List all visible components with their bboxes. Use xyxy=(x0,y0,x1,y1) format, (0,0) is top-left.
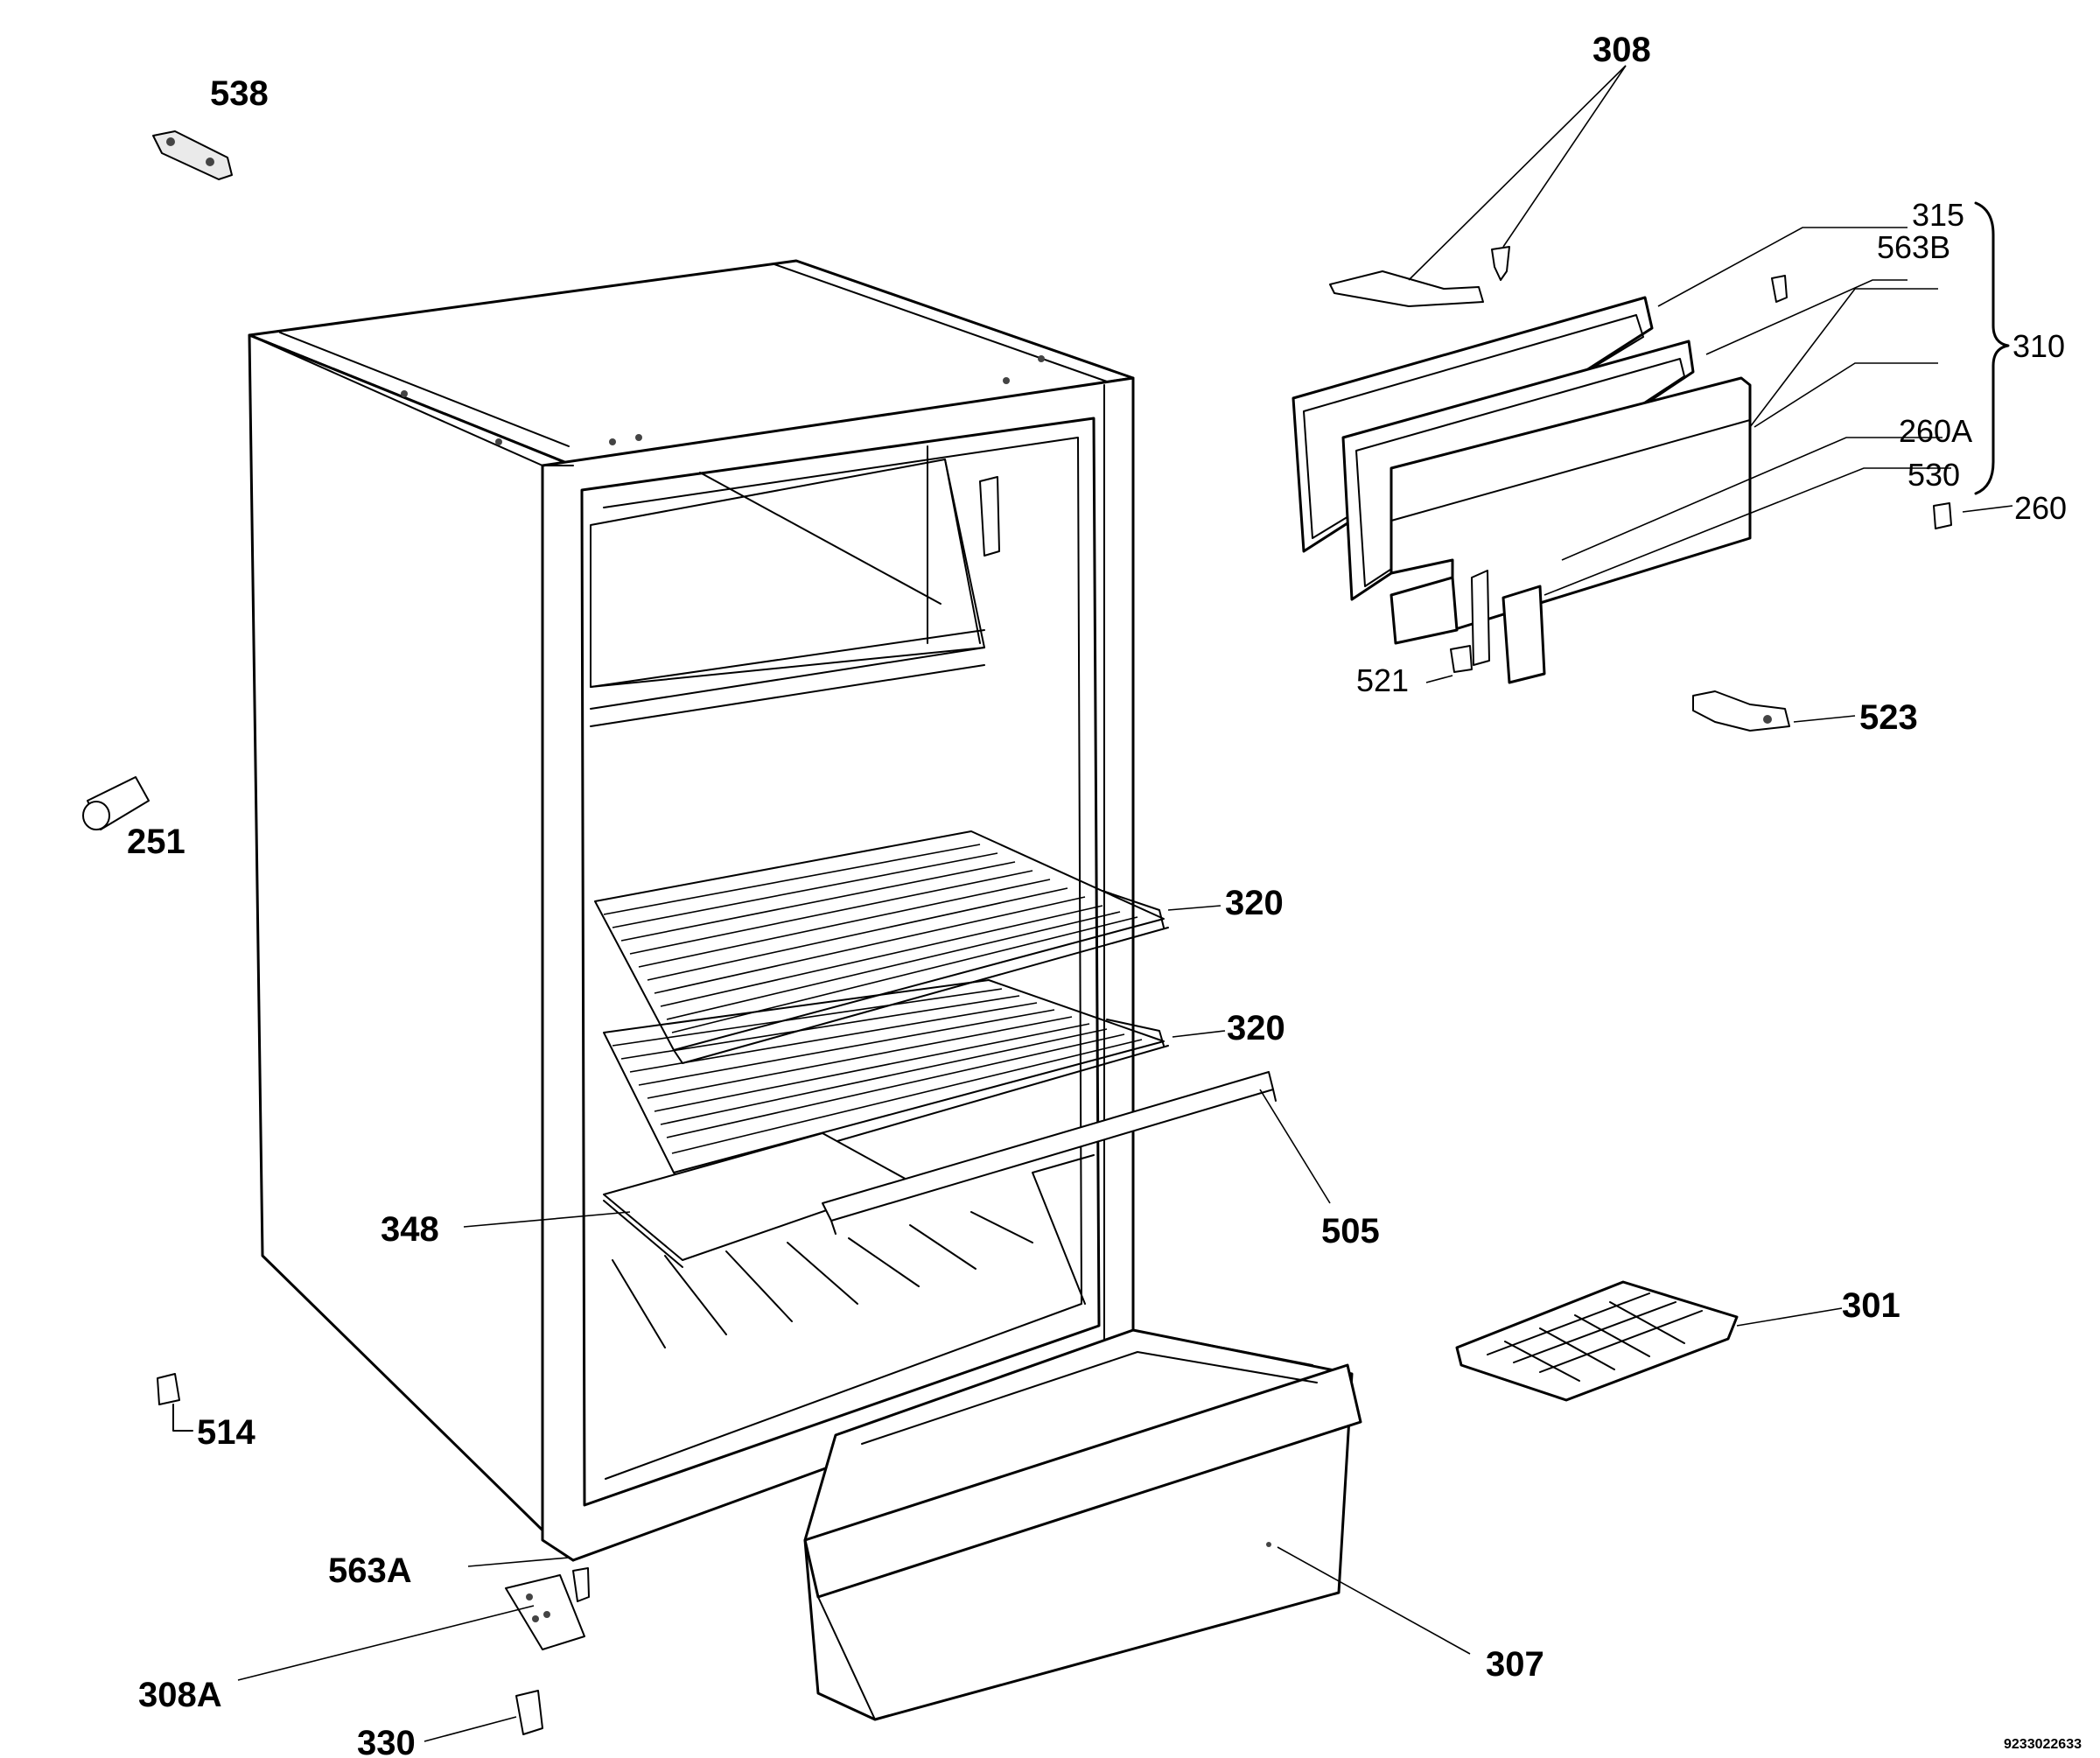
part-251-cylinder xyxy=(82,776,150,830)
part-260-clip xyxy=(1933,502,1952,529)
part-308a-bottom-hinge xyxy=(505,1574,585,1650)
part-521 xyxy=(1450,645,1473,673)
callout-308a: 308A xyxy=(138,1676,222,1714)
bottom-ribs xyxy=(612,1154,1095,1348)
part-563a-screw xyxy=(572,1567,590,1602)
callout-260: 260 xyxy=(2014,490,2067,526)
callout-563b: 563B xyxy=(1877,229,1950,265)
document-id: 9233022633 xyxy=(2004,1737,2082,1752)
callout-315: 315 xyxy=(1912,197,1964,233)
callout-320-upper: 320 xyxy=(1225,884,1284,922)
callout-260a: 260A xyxy=(1899,413,1972,449)
callout-563a: 563A xyxy=(328,1551,412,1590)
callout-538: 538 xyxy=(210,74,269,113)
crisper-drawer xyxy=(803,1328,1362,1721)
part-514-foot xyxy=(157,1373,193,1432)
callout-505: 505 xyxy=(1321,1212,1380,1250)
part-538-hinge xyxy=(152,130,233,180)
callout-307: 307 xyxy=(1486,1645,1544,1684)
leader-lines xyxy=(237,227,2013,1742)
callout-330: 330 xyxy=(357,1724,416,1758)
part-301-ice-tray xyxy=(1455,1280,1739,1402)
callout-523: 523 xyxy=(1859,698,1918,737)
freezer-door-assembly xyxy=(1292,296,1752,684)
part-523-hinge-pin xyxy=(1692,690,1790,732)
callout-530: 530 xyxy=(1908,457,1960,493)
part-308-top-hinge xyxy=(1329,65,1627,307)
callout-251: 251 xyxy=(127,823,186,861)
front-rail xyxy=(822,1071,1277,1235)
callout-521: 521 xyxy=(1356,662,1409,698)
bracket-310 xyxy=(1974,201,2010,495)
callout-labels: 538 308 315 563B 310 260A 530 260 521 52… xyxy=(127,31,2082,1758)
callout-320-lower: 320 xyxy=(1227,1009,1285,1047)
refrigerator-cabinet xyxy=(248,259,1135,1562)
callout-308: 308 xyxy=(1592,31,1651,69)
part-330-adjustable-foot xyxy=(515,1690,543,1735)
part-563b-screw xyxy=(1771,275,1788,303)
callout-348: 348 xyxy=(381,1210,439,1249)
wire-shelf-upper xyxy=(594,830,1169,1064)
callout-301: 301 xyxy=(1842,1286,1900,1325)
callout-514: 514 xyxy=(197,1413,256,1452)
callout-310: 310 xyxy=(2012,328,2065,364)
